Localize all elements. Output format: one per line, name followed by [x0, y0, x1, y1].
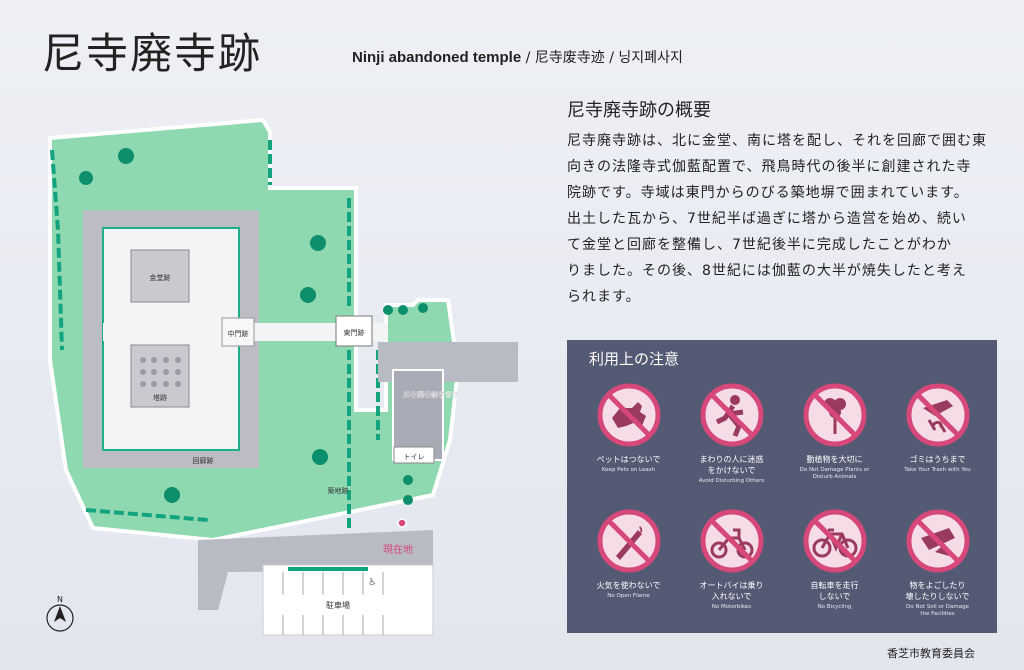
north-arrow-icon — [46, 604, 74, 632]
notice-item-jp: 自転車を走行 しないで — [810, 581, 859, 601]
notice-item-jp: オートバイは乗り 入れないで — [699, 581, 764, 601]
current-location-marker — [397, 518, 407, 528]
site-map: 金堂跡 塔跡 中門跡 東門跡 回廊跡 — [46, 117, 518, 636]
notice-item: 自転車を走行 しないで No Bicycling — [783, 508, 886, 628]
page-title: 尼寺廃寺跡 — [42, 29, 263, 78]
title-translations: Ninji abandoned temple / 尼寺废寺迹 / 닝지폐사지 — [352, 47, 683, 67]
description-heading: 尼寺廃寺跡の概要 — [567, 100, 711, 121]
notice-item-jp: ゴミはうちまで — [909, 455, 966, 464]
chumon-label: 中門跡 — [228, 329, 249, 338]
notice-item-en: Do Not Soil or Damage the Facilities — [906, 604, 969, 617]
higashimon-site — [335, 315, 373, 347]
no-disturbing-icon — [700, 383, 763, 447]
no-plant-damage-icon — [803, 383, 866, 447]
tower-site — [130, 344, 190, 408]
notice-item: ゴミはうちまで Take Your Trash with You — [886, 382, 989, 502]
kondo-site — [130, 249, 190, 303]
notice-item: 物をよごしたり 壊したりしないで Do Not Soil or Damage t… — [886, 508, 989, 628]
description-line: 向きの法隆寺式伽藍配置で、飛鳥時代の後半に創建された寺 — [567, 159, 972, 175]
notice-item-en: Avoid Disturbing Others — [698, 478, 765, 484]
no-bicycle-icon — [803, 509, 866, 573]
tsuijibei-label: 築地跡 — [328, 486, 349, 495]
higashimon-label: 東門跡 — [344, 328, 365, 337]
notice-item-en: Take Your Trash with You — [904, 467, 971, 473]
museum-building — [392, 369, 444, 461]
description-line: られます。 — [567, 289, 641, 305]
notice-item: 動植物を大切に Do Not Damage Plants or Disturb … — [783, 382, 886, 502]
no-motorbike-icon — [700, 509, 763, 573]
toilet-building — [393, 446, 435, 464]
notice-grid: ペットはつないで Keep Pets on Leash まわりの人に迷惑 をかけ… — [577, 382, 989, 628]
notice-item-jp: 物をよごしたり 壊したりしないで — [905, 581, 970, 601]
notice-item-en: No Motorbikes — [711, 604, 752, 610]
parking-label: 駐車場 — [326, 600, 350, 610]
notice-item-jp: 動植物を大切に — [806, 455, 863, 464]
notice-title: 利用上の注意 — [589, 350, 680, 368]
tower-label: 塔跡 — [153, 393, 167, 402]
no-pets-icon — [597, 383, 660, 447]
credit: 香芝市教育委員会 — [887, 647, 975, 660]
notice-item: まわりの人に迷惑 をかけないで Avoid Disturbing Others — [680, 382, 783, 502]
current-location-label: 現在地 — [383, 543, 413, 556]
no-soiling-icon — [906, 509, 969, 573]
parking-lot — [262, 564, 434, 636]
description-body: 尼寺廃寺跡は、北に金堂、南に塔を配し、それを回廊で囲む東 向きの法隆寺式伽藍配置… — [567, 128, 1007, 310]
notice-item: オートバイは乗り 入れないで No Motorbikes — [680, 508, 783, 628]
kondo-label: 金堂跡 — [150, 273, 171, 282]
title-english: Ninji abandoned temple — [352, 49, 522, 66]
description-line: 尼寺廃寺跡は、北に金堂、南に塔を配し、それを回廊で囲む東 — [567, 133, 987, 149]
notice-item-en: No Open Flame — [607, 593, 650, 599]
description-line: て金堂と回廊を整備し、7世紀後半に完成したことがわか — [567, 237, 952, 253]
no-fire-icon — [597, 509, 660, 573]
notice-item-jp: 火気を使わないで — [596, 581, 661, 590]
usage-notice-panel: 利用上の注意 ペットはつないで Keep Pets on Leash — [567, 340, 997, 633]
notice-item-en: No Bicycling — [817, 604, 852, 610]
notice-item: 火気を使わないで No Open Flame — [577, 508, 680, 628]
description-line: りました。その後、8世紀には伽藍の大半が焼失したと考え — [567, 263, 967, 279]
description-line: 出土した瓦から、7世紀半ば過ぎに塔から造営を始め、続い — [567, 211, 967, 227]
notice-item-en: Keep Pets on Leash — [601, 467, 656, 473]
notice-item-jp: まわりの人に迷惑 をかけないで — [699, 455, 764, 475]
museum-label: 尼寺廃寺跡学習館 — [403, 390, 459, 399]
no-litter-icon — [906, 383, 969, 447]
kairo-label: 回廊跡 — [193, 456, 214, 465]
north-label: N — [57, 595, 63, 604]
notice-item-en: Do Not Damage Plants or Disturb Animals — [799, 467, 870, 480]
chumon-site — [221, 317, 255, 347]
notice-item-jp: ペットはつないで — [596, 455, 661, 464]
accessible-parking-icon: ♿ — [368, 577, 377, 588]
toilet-label: トイレ — [404, 453, 425, 461]
title-chinese-korean: / 尼寺废寺迹 / 닝지폐사지 — [525, 50, 683, 66]
description-line: 院跡です。寺域は東門からのびる築地塀で囲まれています。 — [567, 185, 969, 201]
notice-item: ペットはつないで Keep Pets on Leash — [577, 382, 680, 502]
